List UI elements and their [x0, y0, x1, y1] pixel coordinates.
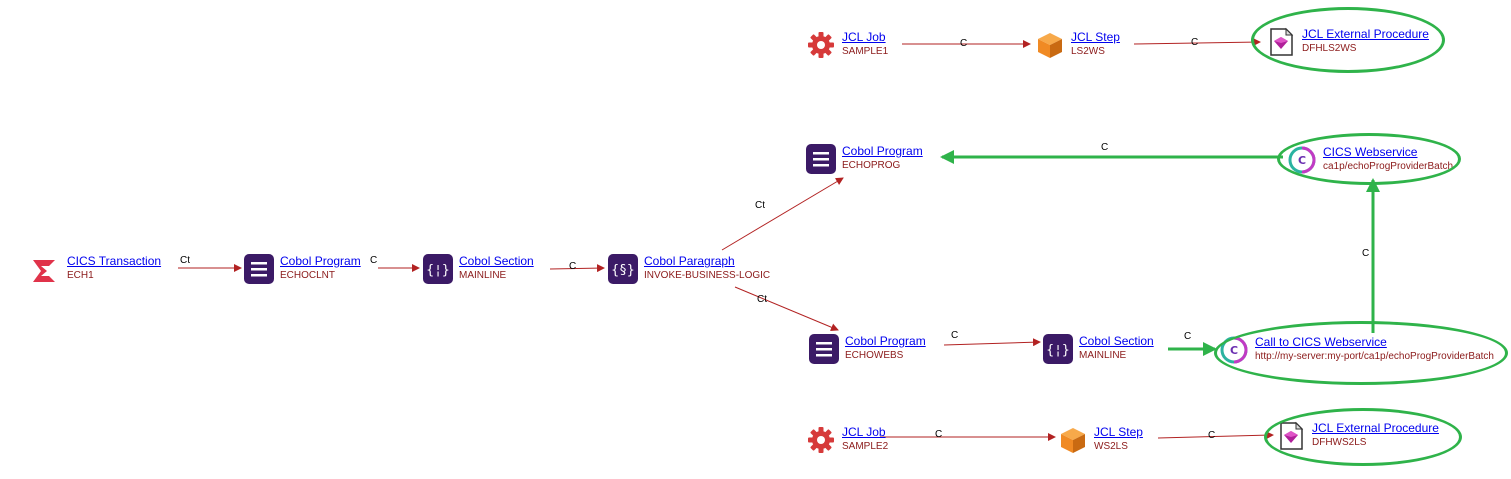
node-subtitle: SAMPLE1: [842, 46, 889, 57]
node-subtitle: LS2WS: [1071, 46, 1105, 57]
node-subtitle: DFHLS2WS: [1302, 43, 1357, 54]
node-title[interactable]: JCL Step: [1094, 425, 1143, 439]
edge-label: C: [960, 38, 968, 49]
gear-icon: [808, 427, 834, 453]
edge-label: C: [1101, 142, 1109, 153]
cube-icon: [1038, 33, 1062, 58]
cobol-section-icon: {¦}: [423, 254, 453, 284]
edge-label: Ct: [755, 200, 765, 211]
node-subtitle: ECHOWEBS: [845, 350, 904, 361]
node-title[interactable]: JCL External Procedure: [1302, 27, 1429, 41]
node-title[interactable]: JCL External Procedure: [1312, 421, 1439, 435]
edge-label: C: [1208, 430, 1216, 441]
node-title[interactable]: CICS Transaction: [67, 254, 162, 268]
document-icon: [1270, 27, 1294, 56]
edge-arrow: [943, 338, 1041, 347]
svg-text:{¦}: {¦}: [1046, 343, 1069, 358]
node-title[interactable]: Cobol Paragraph: [644, 254, 735, 268]
cics-transaction-icon: [33, 260, 55, 282]
node-subtitle: http://my-server:my-port/ca1p/echoProgPr…: [1255, 351, 1494, 362]
edge-label: Ct: [180, 255, 190, 266]
node-subtitle: INVOKE-BUSINESS-LOGIC: [644, 270, 771, 281]
edge-arrow: [549, 264, 605, 273]
edge-arrow: [734, 286, 839, 331]
edge-label: C: [569, 261, 577, 272]
node-subtitle: DFHWS2LS: [1312, 437, 1367, 448]
node-title[interactable]: JCL Job: [842, 30, 886, 44]
cobol-paragraph-icon: {§}: [608, 254, 638, 284]
node-title[interactable]: Cobol Program: [280, 254, 361, 268]
node-title[interactable]: JCL Job: [842, 425, 886, 439]
svg-text:C: C: [1298, 154, 1306, 167]
cobol-program-icon: [809, 334, 839, 364]
edge-label: C: [1184, 331, 1192, 342]
node-title[interactable]: CICS Webservice: [1323, 145, 1418, 159]
node-title[interactable]: Cobol Section: [459, 254, 534, 268]
edge-label: C: [370, 255, 378, 266]
node-subtitle: ECHOCLNT: [280, 270, 336, 281]
edge-label: C: [935, 429, 943, 440]
node-title[interactable]: Cobol Section: [1079, 334, 1154, 348]
cobol-section-icon: {¦}: [1043, 334, 1073, 364]
edge-arrow: [1157, 431, 1274, 440]
node-title[interactable]: Cobol Program: [845, 334, 926, 348]
node-subtitle: MAINLINE: [1079, 350, 1127, 361]
node-subtitle: ECHOPROG: [842, 160, 901, 171]
node-title[interactable]: JCL Step: [1071, 30, 1120, 44]
cics-webservice-icon: C: [1220, 336, 1248, 364]
svg-text:C: C: [1230, 344, 1238, 357]
edge-label: Ct: [757, 294, 767, 305]
svg-text:{¦}: {¦}: [426, 263, 449, 278]
cics-webservice-icon: C: [1288, 146, 1316, 174]
edge-arrow: [1133, 38, 1261, 47]
gear-icon: [808, 32, 834, 58]
svg-text:{§}: {§}: [611, 263, 634, 278]
edge-label: C: [1362, 248, 1370, 259]
document-icon: [1280, 421, 1304, 450]
edge-label: C: [951, 330, 959, 341]
edge-label: C: [1191, 37, 1199, 48]
node-subtitle: WS2LS: [1094, 441, 1128, 452]
node-subtitle: SAMPLE2: [842, 441, 889, 452]
node-subtitle: MAINLINE: [459, 270, 507, 281]
cobol-program-icon: [806, 144, 836, 174]
node-title[interactable]: Call to CICS Webservice: [1255, 335, 1387, 349]
node-subtitle: ca1p/echoProgProviderBatch: [1323, 161, 1454, 172]
edge-arrow: [721, 177, 844, 251]
node-title[interactable]: Cobol Program: [842, 144, 923, 158]
node-subtitle: ECH1: [67, 270, 94, 281]
cobol-program-icon: [244, 254, 274, 284]
cube-icon: [1061, 428, 1085, 453]
